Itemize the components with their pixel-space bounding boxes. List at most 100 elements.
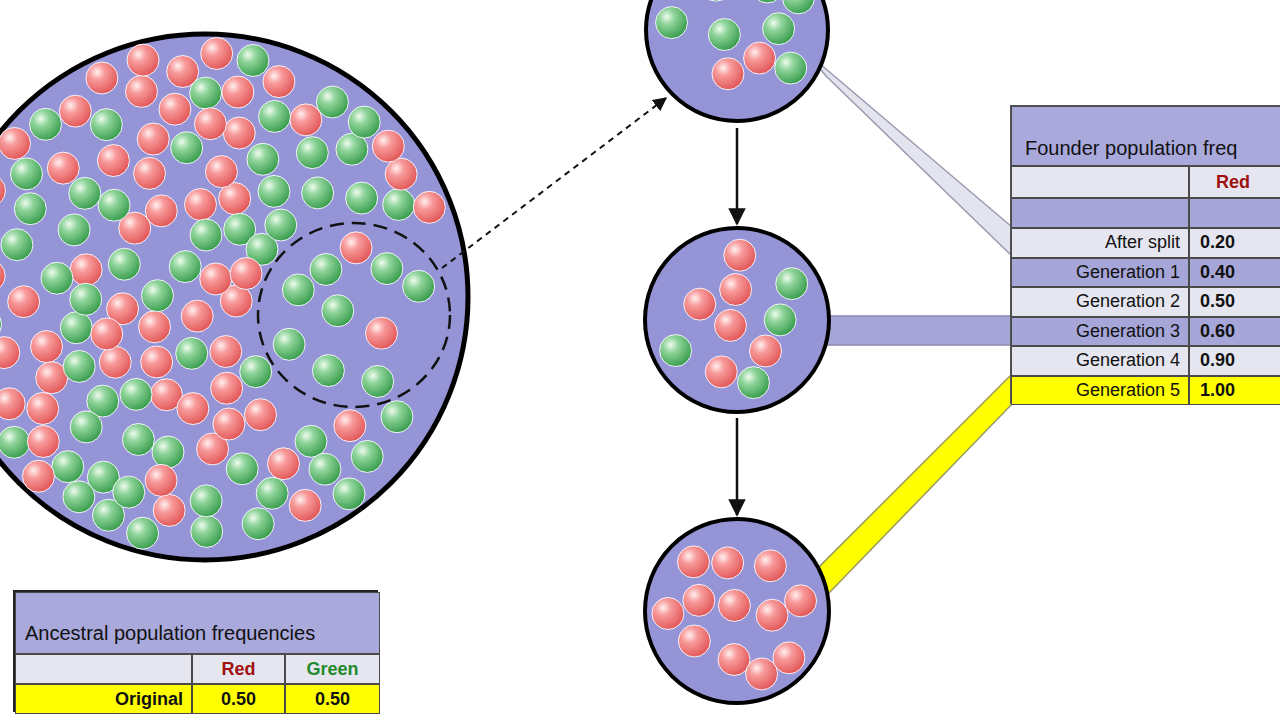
- table-title: Founder population freq: [1025, 137, 1237, 160]
- table-cell: [15, 654, 192, 684]
- allele-ball: [656, 7, 688, 39]
- allele-ball: [120, 378, 152, 410]
- allele-ball: [362, 365, 394, 397]
- allele-ball: [785, 585, 817, 617]
- allele-ball: [60, 312, 92, 344]
- allele-ball: [333, 478, 365, 510]
- allele-ball: [169, 251, 201, 283]
- table-cell: Original: [15, 684, 192, 714]
- table-value: Generation 3: [1076, 321, 1180, 342]
- allele-ball: [152, 436, 184, 468]
- table-value: 0.50: [315, 689, 350, 710]
- allele-ball: [240, 356, 272, 388]
- table-cell: 0.60: [1189, 317, 1280, 347]
- allele-ball: [98, 189, 130, 221]
- allele-ball: [245, 399, 277, 431]
- table-cell: [1011, 166, 1189, 198]
- table-value: 0.60: [1200, 321, 1235, 342]
- allele-ball: [191, 515, 223, 547]
- allele-ball: [27, 392, 59, 424]
- frequency-table: Founder population freqRedAfter split0.2…: [1010, 105, 1280, 404]
- allele-ball: [141, 280, 173, 312]
- allele-ball: [773, 642, 805, 674]
- allele-ball: [205, 156, 237, 188]
- ball-group: [660, 239, 808, 398]
- allele-ball: [677, 546, 709, 578]
- column-header: Green: [306, 659, 358, 680]
- table-cell: After split: [1011, 228, 1189, 258]
- allele-ball: [99, 346, 131, 378]
- ball-group: [273, 232, 435, 398]
- allele-ball: [340, 232, 372, 264]
- allele-ball: [97, 145, 129, 177]
- founder-circle: [645, 519, 829, 703]
- allele-ball: [684, 288, 716, 320]
- column-header: Red: [221, 659, 255, 680]
- allele-ball: [754, 550, 786, 582]
- allele-ball: [712, 547, 744, 579]
- allele-ball: [744, 42, 776, 74]
- allele-ball: [141, 346, 173, 378]
- allele-ball: [764, 304, 796, 336]
- table-cell: 0.90: [1189, 346, 1280, 376]
- allele-ball: [268, 448, 300, 480]
- table-cell: Generation 1: [1011, 258, 1189, 288]
- table-value: Generation 1: [1076, 262, 1180, 283]
- allele-ball: [712, 58, 744, 90]
- allele-ball: [190, 77, 222, 109]
- allele-ball: [403, 270, 435, 302]
- allele-ball: [63, 481, 95, 513]
- allele-ball: [0, 426, 30, 458]
- table-cell: Green: [285, 654, 380, 684]
- allele-ball: [108, 248, 140, 280]
- table-value: Generation 5: [1076, 380, 1180, 401]
- allele-ball: [746, 658, 778, 690]
- allele-ball: [296, 137, 328, 169]
- allele-ball: [756, 599, 788, 631]
- table-cell: [1011, 198, 1189, 228]
- allele-ball: [237, 44, 269, 76]
- allele-ball: [242, 508, 274, 540]
- table-value: 0.50: [1200, 291, 1235, 312]
- allele-ball: [14, 193, 46, 225]
- allele-ball: [0, 337, 20, 369]
- table-title: Ancestral population frequencies: [25, 622, 315, 645]
- allele-ball: [90, 109, 122, 141]
- allele-ball: [145, 195, 177, 227]
- allele-ball: [714, 309, 746, 341]
- allele-ball: [113, 476, 145, 508]
- allele-ball: [700, 0, 732, 1]
- allele-ball: [122, 424, 154, 456]
- dashed-arrow: [442, 98, 666, 268]
- allele-ball: [171, 132, 203, 164]
- table-value: 0.50: [221, 689, 256, 710]
- allele-ball: [312, 355, 344, 387]
- allele-ball: [91, 318, 123, 350]
- table-cell: Red: [192, 654, 285, 684]
- table-value: After split: [1105, 232, 1180, 253]
- allele-ball: [366, 317, 398, 349]
- allele-ball: [334, 410, 366, 442]
- allele-ball: [139, 311, 171, 343]
- allele-ball: [47, 152, 79, 184]
- link-band: [806, 52, 1012, 256]
- table-cell: 0.20: [1189, 228, 1280, 258]
- allele-ball: [194, 108, 226, 140]
- table-value: 0.90: [1200, 350, 1235, 371]
- allele-ball: [256, 477, 288, 509]
- table-value: Generation 4: [1076, 350, 1180, 371]
- allele-ball: [351, 440, 383, 472]
- allele-ball: [69, 177, 101, 209]
- allele-ball: [372, 130, 404, 162]
- allele-ball: [70, 283, 102, 315]
- table-value: 0.40: [1200, 262, 1235, 283]
- allele-ball: [383, 188, 415, 220]
- allele-ball: [683, 584, 715, 616]
- allele-ball: [200, 263, 232, 295]
- ball-group: [656, 0, 815, 90]
- table-value: 1.00: [1200, 380, 1235, 401]
- founder-circle: [645, 228, 829, 412]
- allele-ball: [0, 175, 5, 207]
- allele-ball: [265, 209, 297, 241]
- ball-group: [0, 37, 445, 549]
